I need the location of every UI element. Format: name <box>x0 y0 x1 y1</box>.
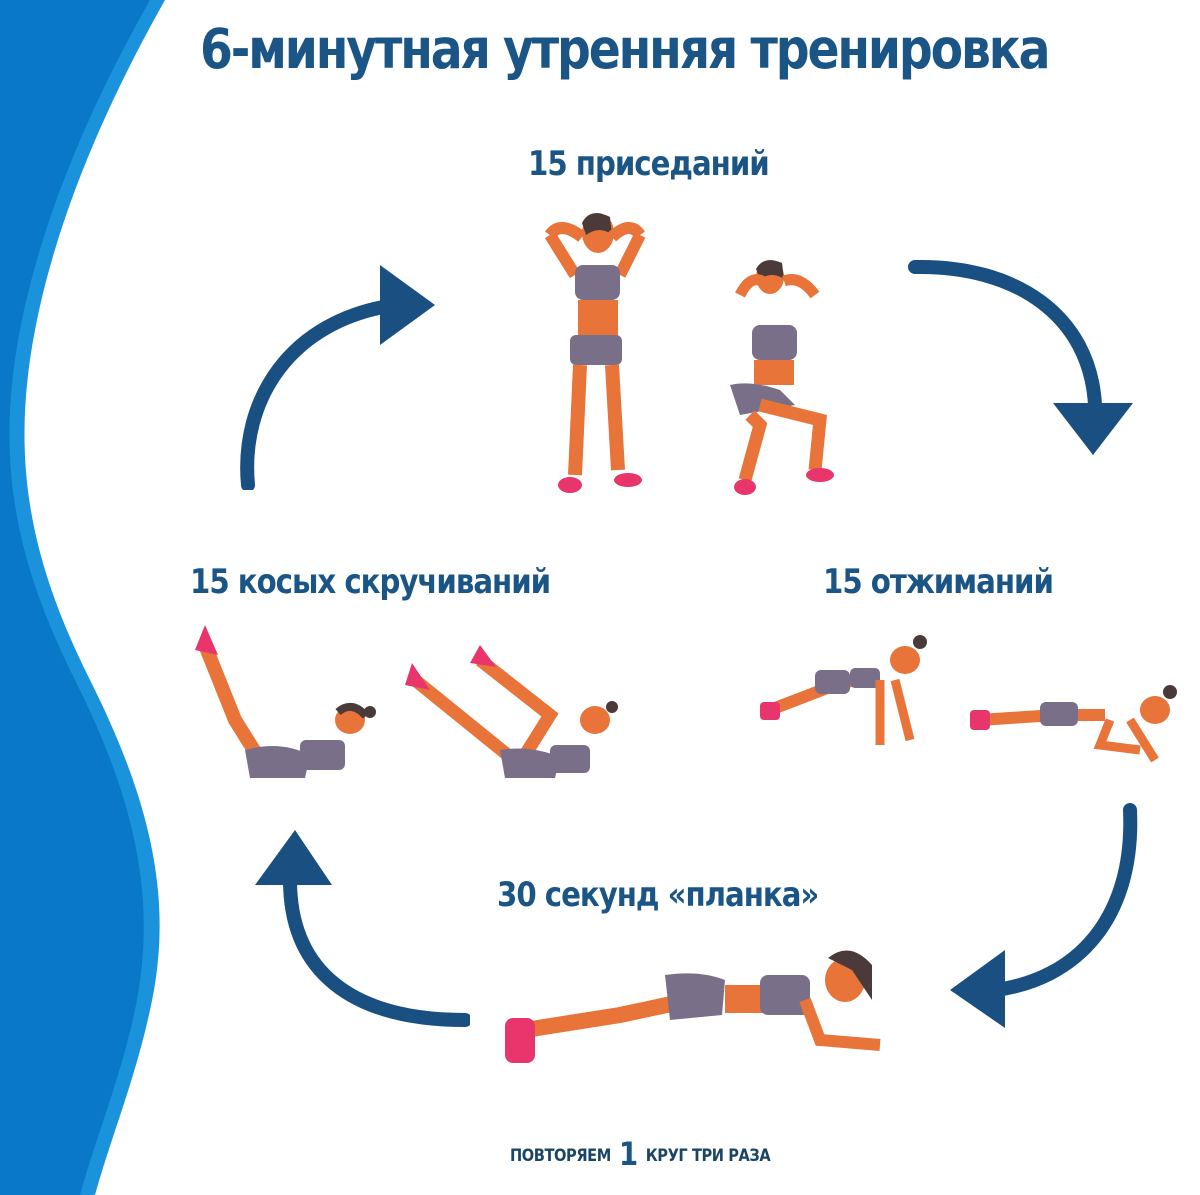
page-title: 6-минутная утренняя тренировка <box>200 17 1051 81</box>
exercise-label-plank: 30 секунд «планка» <box>497 875 819 915</box>
exercise-label-pushups: 15 отжиманий <box>823 562 1054 602</box>
arrow-to-pushups-icon <box>908 259 1133 455</box>
arrow-to-crunches-icon <box>255 830 470 1027</box>
arrow-to-squats-icon <box>240 265 435 490</box>
arrow-to-plank-icon <box>950 803 1138 1028</box>
repeat-instruction-after: КРУГ ТРИ РАЗА <box>645 1146 771 1166</box>
plank-figure <box>505 950 881 1063</box>
exercise-label-squats: 15 приседаний <box>528 144 770 184</box>
repeat-instruction-before: ПОВТОРЯЕМ <box>510 1146 611 1166</box>
crunch-twist-figure <box>405 645 618 778</box>
repeat-count: 1 <box>618 1135 638 1173</box>
pushup-down-figure <box>970 685 1177 763</box>
repeat-instruction: ПОВТОРЯЕМ 1 КРУГ ТРИ РАЗА <box>510 1135 771 1173</box>
crunch-start-figure <box>195 625 376 778</box>
exercise-label-crunches: 15 косых скручиваний <box>190 562 551 602</box>
squat-down-figure <box>730 260 834 495</box>
pushup-up-figure <box>760 635 927 745</box>
squat-standing-figure <box>544 213 646 493</box>
